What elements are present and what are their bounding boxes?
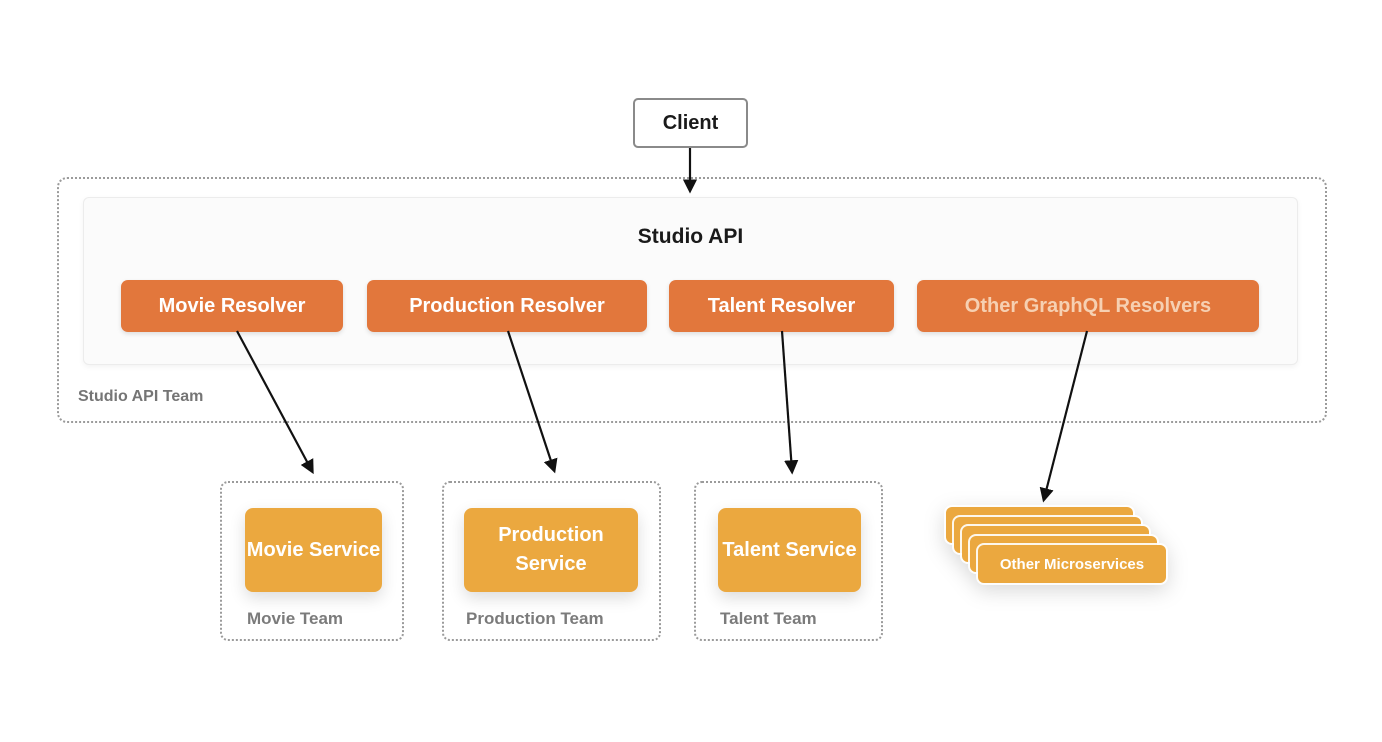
- production-team-label: Production Team: [466, 609, 604, 628]
- talent-service-node: Talent Service: [718, 508, 861, 592]
- studio-api-team-container: [57, 177, 1327, 423]
- talent-team-label: Talent Team: [720, 609, 817, 628]
- other-graphql-resolvers-node: Other GraphQL Resolvers: [917, 280, 1259, 332]
- movie-team-container: Movie Service Movie Team: [220, 481, 404, 641]
- movie-resolver-label: Movie Resolver: [158, 294, 306, 317]
- production-resolver-label: Production Resolver: [409, 294, 605, 317]
- studio-api-panel: Studio API Movie Resolver Production Res…: [83, 197, 1298, 365]
- studio-api-title: Studio API: [637, 225, 744, 248]
- production-resolver-node: Production Resolver: [367, 280, 647, 332]
- talent-team-container: Talent Service Talent Team: [694, 481, 883, 641]
- production-team-container: Production Service Production Team: [442, 481, 661, 641]
- movie-resolver-node: Movie Resolver: [121, 280, 343, 332]
- other-microservices-label: Other Microservices: [999, 555, 1145, 573]
- movie-service-node: Movie Service: [245, 508, 382, 592]
- other-microservices-stack: Other Microservices: [946, 507, 1186, 607]
- movie-service-label: Movie Service: [246, 538, 381, 561]
- talent-resolver-label: Talent Resolver: [707, 294, 856, 317]
- production-service-label: Production Service: [498, 524, 604, 575]
- stack-card-front: Other Microservices: [978, 545, 1166, 583]
- talent-service-label: Talent Service: [722, 538, 857, 561]
- talent-resolver-node: Talent Resolver: [669, 280, 894, 332]
- client-node: Client: [633, 98, 748, 148]
- movie-team-label: Movie Team: [247, 609, 344, 628]
- other-graphql-resolvers-label: Other GraphQL Resolvers: [964, 294, 1212, 317]
- studio-api-team-label: Studio API Team: [78, 388, 204, 405]
- client-label: Client: [662, 111, 719, 134]
- production-service-node: Production Service: [464, 508, 638, 592]
